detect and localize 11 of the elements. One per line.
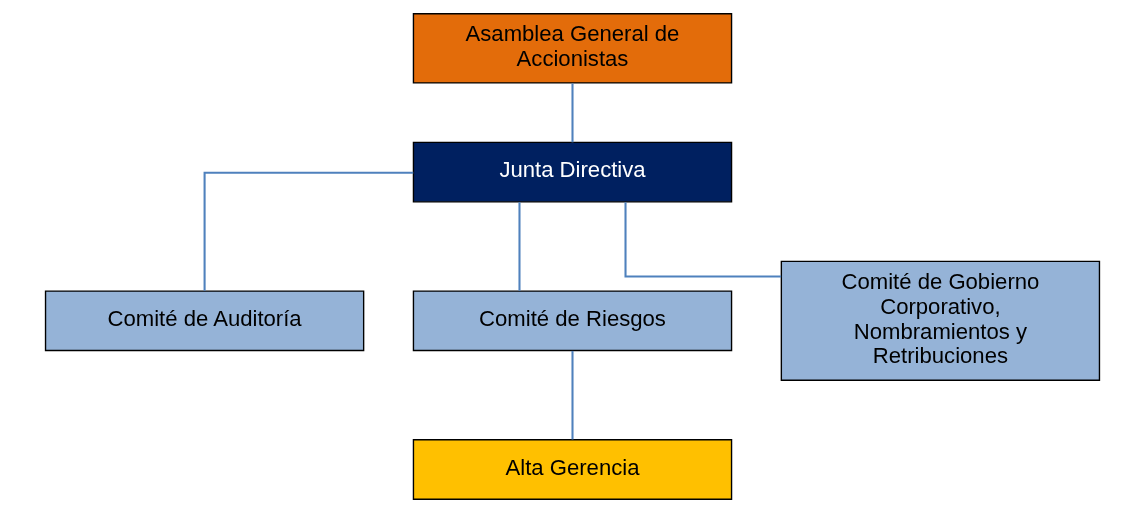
connector <box>624 202 782 278</box>
node-box: Comité de Riesgos <box>412 290 733 352</box>
node-box: Asamblea General de Accionistas <box>412 13 733 84</box>
connector <box>518 202 521 291</box>
node-box: Alta Gerencia <box>412 439 733 500</box>
node-box: Comité de Gobierno Corporativo, Nombramientos y Retribuciones <box>780 260 1101 381</box>
node-box: Comité de Auditoría <box>44 290 365 352</box>
connector <box>571 83 574 143</box>
node-box: Junta Directiva <box>412 141 733 203</box>
connector <box>571 350 574 440</box>
connector <box>203 171 414 291</box>
